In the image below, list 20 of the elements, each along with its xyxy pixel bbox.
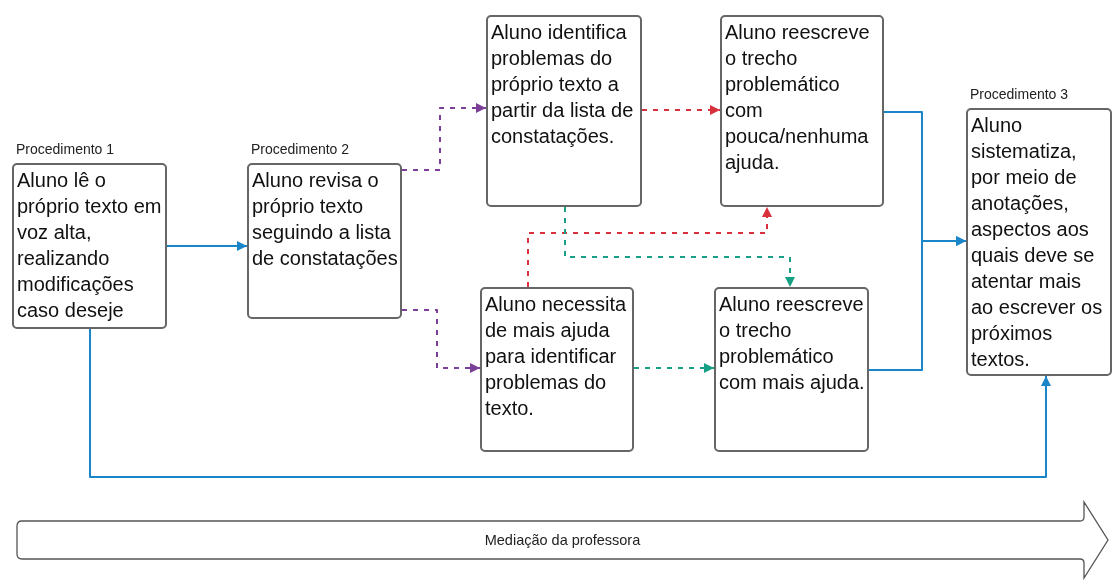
- arrow: [641, 105, 721, 115]
- arrow: [166, 241, 248, 251]
- process-box: Aluno identifica problemas do próprio texto a partir da lista de constatações.: [486, 15, 642, 207]
- arrow: [564, 206, 795, 288]
- process-box: Aluno necessita de mais ajuda para identificar problemas do texto.: [480, 287, 634, 452]
- process-box: Aluno lê o próprio texto em voz alta, realizando modificações caso deseje: [12, 163, 167, 329]
- process-box: Aluno revisa o próprio texto seguindo a lista de constatações: [247, 163, 402, 319]
- arrow: [401, 103, 487, 171]
- process-box: Aluno sistematiza, por meio de anotações, aspectos aos quais deve se atentar mais ao escrever os próximos textos.: [966, 108, 1112, 376]
- process-box: Aluno reescreve o trecho problemático com mais ajuda.: [714, 287, 869, 452]
- step-heading: Procedimento 1: [16, 141, 115, 157]
- process-box: Aluno reescreve o trecho problemático com pouca/nenhuma ajuda.: [720, 15, 884, 207]
- arrow: [868, 236, 967, 371]
- step-heading: Procedimento 3: [970, 86, 1069, 102]
- arrow: [633, 363, 715, 373]
- arrow: [89, 328, 1051, 478]
- step-heading: Procedimento 2: [251, 141, 350, 157]
- arrow: [527, 206, 772, 288]
- band-label: Mediação da professora: [484, 532, 641, 548]
- arrow: [401, 309, 481, 373]
